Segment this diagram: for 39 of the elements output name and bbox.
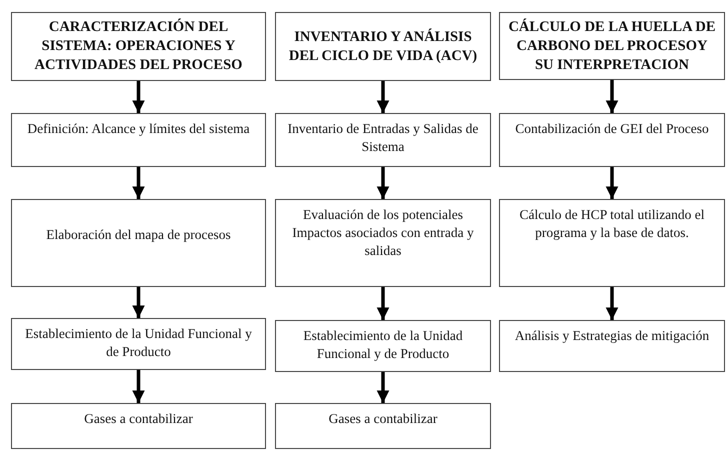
process-box (275, 403, 491, 449)
arrow (132, 81, 145, 113)
arrow (376, 167, 390, 199)
box-heading: CARACTERIZACIÓN DEL SISTEMA: OPERACIONES Y ACTIVIDADES DEL PROCESO (34, 18, 244, 75)
header-box (11, 12, 266, 81)
arrow (606, 80, 618, 113)
process-box (275, 199, 491, 287)
box-text: Elaboración del mapa de procesos (46, 226, 231, 244)
process-box (499, 320, 725, 372)
header-box (275, 12, 491, 81)
box-text: Gases a contabilizar (84, 410, 193, 428)
box-text: Contabilización de GEI del Proceso (515, 120, 709, 138)
process-box (499, 113, 725, 167)
box-text: Establecimiento de la Unidad Funcional y de Producto (24, 325, 253, 361)
box-text: Gases a contabilizar (328, 410, 438, 428)
arrow (606, 287, 618, 320)
arrow (376, 81, 390, 113)
arrow (132, 370, 145, 403)
box-text: Cálculo de HCP total utilizando el programa y la base de datos. (518, 206, 706, 242)
process-box (275, 113, 491, 167)
box-text: Definición: Alcance y límites del sistema (27, 120, 250, 138)
process-box (11, 113, 266, 167)
process-box (11, 403, 266, 449)
arrow (132, 287, 145, 318)
arrow (376, 372, 390, 403)
arrow (132, 167, 145, 199)
header-box (499, 12, 725, 80)
box-text: Análisis y Estrategias de mitigación (514, 327, 710, 345)
box-text: Establecimiento de la Unidad Funcional y de Producto (302, 327, 464, 363)
arrow (376, 287, 390, 320)
box-heading: INVENTARIO Y ANÁLISIS DEL CICLO DE VIDA (ACV) (288, 28, 478, 66)
process-box (11, 199, 266, 287)
process-box (11, 318, 266, 370)
box-heading: CÁLCULO DE LA HUELLA DE CARBONO DEL PROCESOY SU INTERPRETACION (507, 18, 717, 74)
box-text: Evaluación de los potenciales Impactos asociados con entrada y salidas (291, 206, 475, 260)
box-text: Inventario de Entradas y Salidas de Sistema (286, 120, 480, 156)
arrow (606, 167, 618, 199)
process-box (275, 320, 491, 372)
process-box (499, 199, 725, 287)
